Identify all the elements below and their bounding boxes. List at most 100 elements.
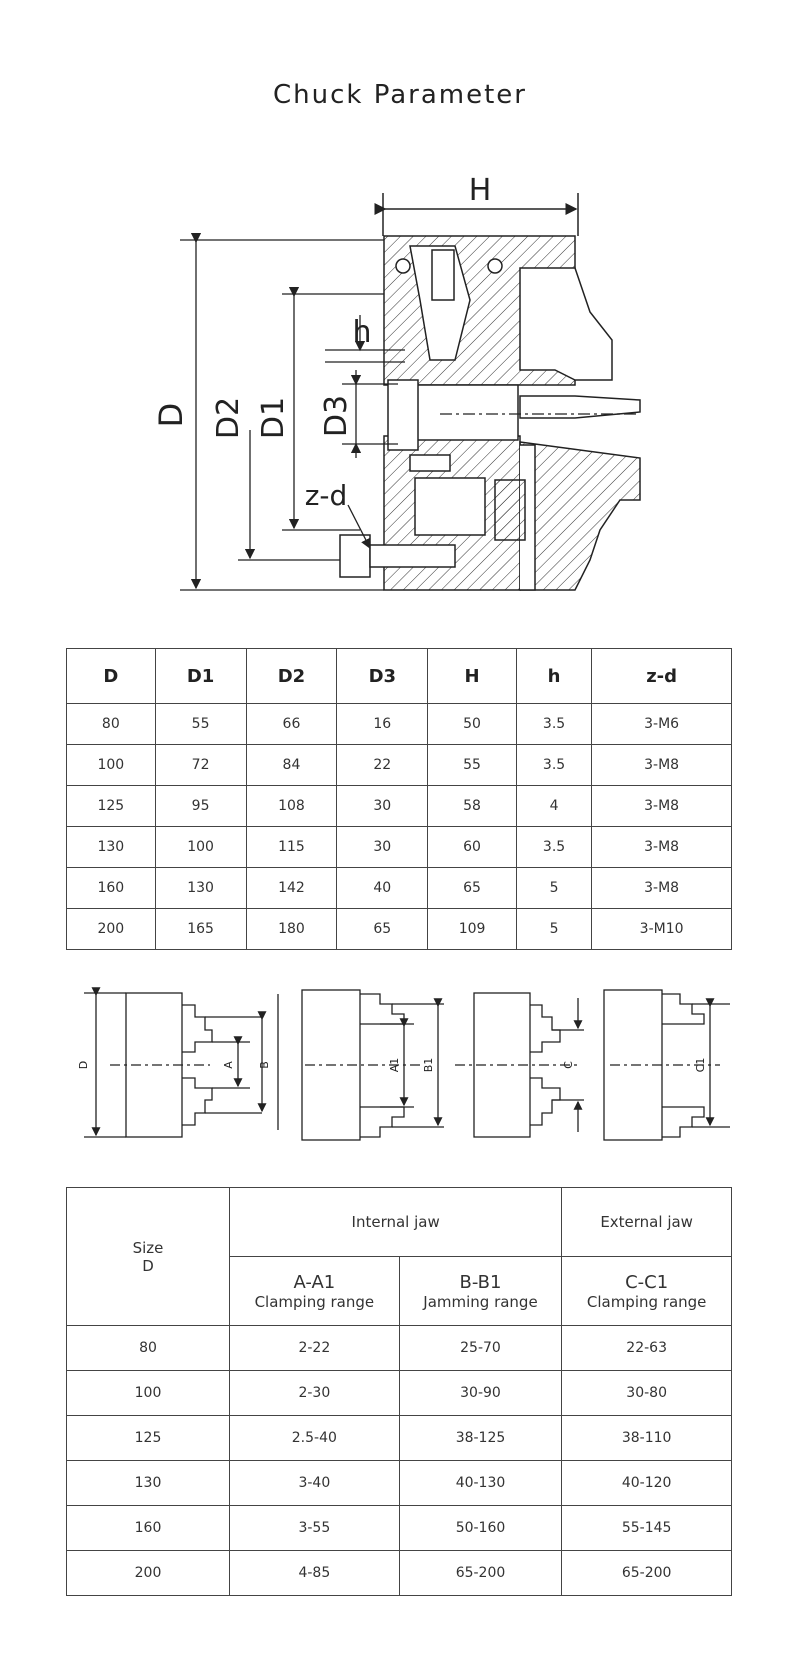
table-cell: 65: [336, 908, 429, 950]
table-cell: 3.5: [515, 744, 593, 786]
col-subtitle: Jamming range: [423, 1292, 538, 1311]
table-cell: 65-200: [398, 1550, 563, 1596]
col-title: C-C1: [625, 1271, 669, 1293]
table-cell: 3-M8: [591, 785, 732, 827]
table-cell: 3-M8: [591, 867, 732, 909]
table-cell: 160: [66, 1505, 230, 1551]
table-cell: 58: [427, 785, 517, 827]
dim-label-D1: D1: [256, 397, 291, 439]
table-cell: 72: [154, 744, 247, 786]
table-cell: 142: [245, 867, 338, 909]
table-cell: 50: [427, 703, 517, 745]
table-cell: 115: [245, 826, 338, 868]
dim-label-h: h: [352, 315, 371, 350]
table-cell: 2-30: [229, 1370, 400, 1416]
table-cell: 3-40: [229, 1460, 400, 1506]
table-cell: 3-M10: [591, 908, 732, 950]
col-header: D1: [154, 648, 247, 704]
table-header-row: Size D Internal jaw External jaw: [66, 1187, 732, 1326]
table-cell: 130: [154, 867, 247, 909]
table-cell: 38-110: [561, 1415, 732, 1461]
range-label-A1: A1: [388, 1058, 401, 1073]
range-label-C1: C1: [694, 1058, 707, 1073]
chuck-section-drawing: H h D D2 D1 D3 z-d: [152, 173, 641, 591]
table-cell: 3-M8: [591, 744, 732, 786]
table-cell: 100: [66, 1370, 230, 1416]
table-cell: 100: [66, 744, 156, 786]
table-cell: 2.5-40: [229, 1415, 400, 1461]
page-title: Chuck Parameter: [273, 80, 527, 110]
table-cell: 4: [515, 785, 593, 827]
table-cell: 200: [66, 908, 156, 950]
table-cell: 3.5: [515, 826, 593, 868]
table-cell: 130: [66, 1460, 230, 1506]
table-cell: 38-125: [398, 1415, 563, 1461]
table-cell: 80: [66, 703, 156, 745]
table-cell: 3-55: [229, 1505, 400, 1551]
table-cell: 30-80: [561, 1370, 732, 1416]
table-cell: 40-130: [398, 1460, 563, 1506]
table-cell: 160: [66, 867, 156, 909]
table-cell: 5: [515, 867, 593, 909]
col-header: D2: [245, 648, 338, 704]
dim-label-D: D: [152, 403, 190, 428]
table-cell: 130: [66, 826, 156, 868]
col-title: B-B1: [459, 1271, 502, 1293]
dim-label-z-d: z-d: [305, 479, 348, 512]
col-header: D3: [336, 648, 429, 704]
table-cell: 5: [515, 908, 593, 950]
table-cell: 108: [245, 785, 338, 827]
table-cell: 55: [154, 703, 247, 745]
table-cell: 3-M6: [591, 703, 732, 745]
table-cell: 60: [427, 826, 517, 868]
table-cell: 125: [66, 785, 156, 827]
col-title: A-A1: [293, 1271, 336, 1293]
table-cell: 125: [66, 1415, 230, 1461]
col-header: H: [427, 648, 517, 704]
dim-label-D3: D3: [319, 395, 354, 437]
col-header-c-c1: C-C1 Clamping range: [561, 1256, 732, 1326]
range-label-C: C: [562, 1061, 575, 1069]
table-cell: 65: [427, 867, 517, 909]
table-cell: 2-22: [229, 1325, 400, 1371]
table-cell: 30-90: [398, 1370, 563, 1416]
table-cell: 3-M8: [591, 826, 732, 868]
table-header-row: A-A1 Clamping range B-B1 Jamming range C…: [67, 1256, 732, 1326]
table-cell: 16: [336, 703, 429, 745]
table-header-row: D D1 D2 D3 H h z-d: [66, 648, 732, 704]
table-cell: 95: [154, 785, 247, 827]
col-header: z-d: [591, 648, 732, 704]
range-label-B: B: [258, 1061, 271, 1069]
col-header-b-b1: B-B1 Jamming range: [398, 1256, 563, 1326]
table-cell: 65-200: [561, 1550, 732, 1596]
range-label-D: D: [77, 1061, 90, 1069]
jaw-range-table: Size D Internal jaw External jaw A-A1 Cl…: [66, 1187, 732, 1596]
size-label: Size: [132, 1238, 164, 1257]
table-cell: 40-120: [561, 1460, 732, 1506]
table-cell: 4-85: [229, 1550, 400, 1596]
size-header-cell: Size D: [66, 1187, 230, 1326]
range-label-A: A: [222, 1061, 235, 1069]
col-subtitle: Clamping range: [254, 1292, 375, 1311]
table-cell: 30: [336, 826, 429, 868]
jaw-range-drawing: D A B A1 B1 C C1: [77, 987, 730, 1141]
size-sub-label: D: [142, 1256, 154, 1275]
table-cell: 80: [66, 1325, 230, 1371]
dim-label-H: H: [469, 173, 492, 208]
range-label-B1: B1: [422, 1058, 435, 1073]
table-cell: 66: [245, 703, 338, 745]
table-cell: 50-160: [398, 1505, 563, 1551]
table-cell: 55-145: [561, 1505, 732, 1551]
col-header-a-a1: A-A1 Clamping range: [229, 1256, 400, 1326]
dim-label-D2: D2: [211, 397, 246, 439]
